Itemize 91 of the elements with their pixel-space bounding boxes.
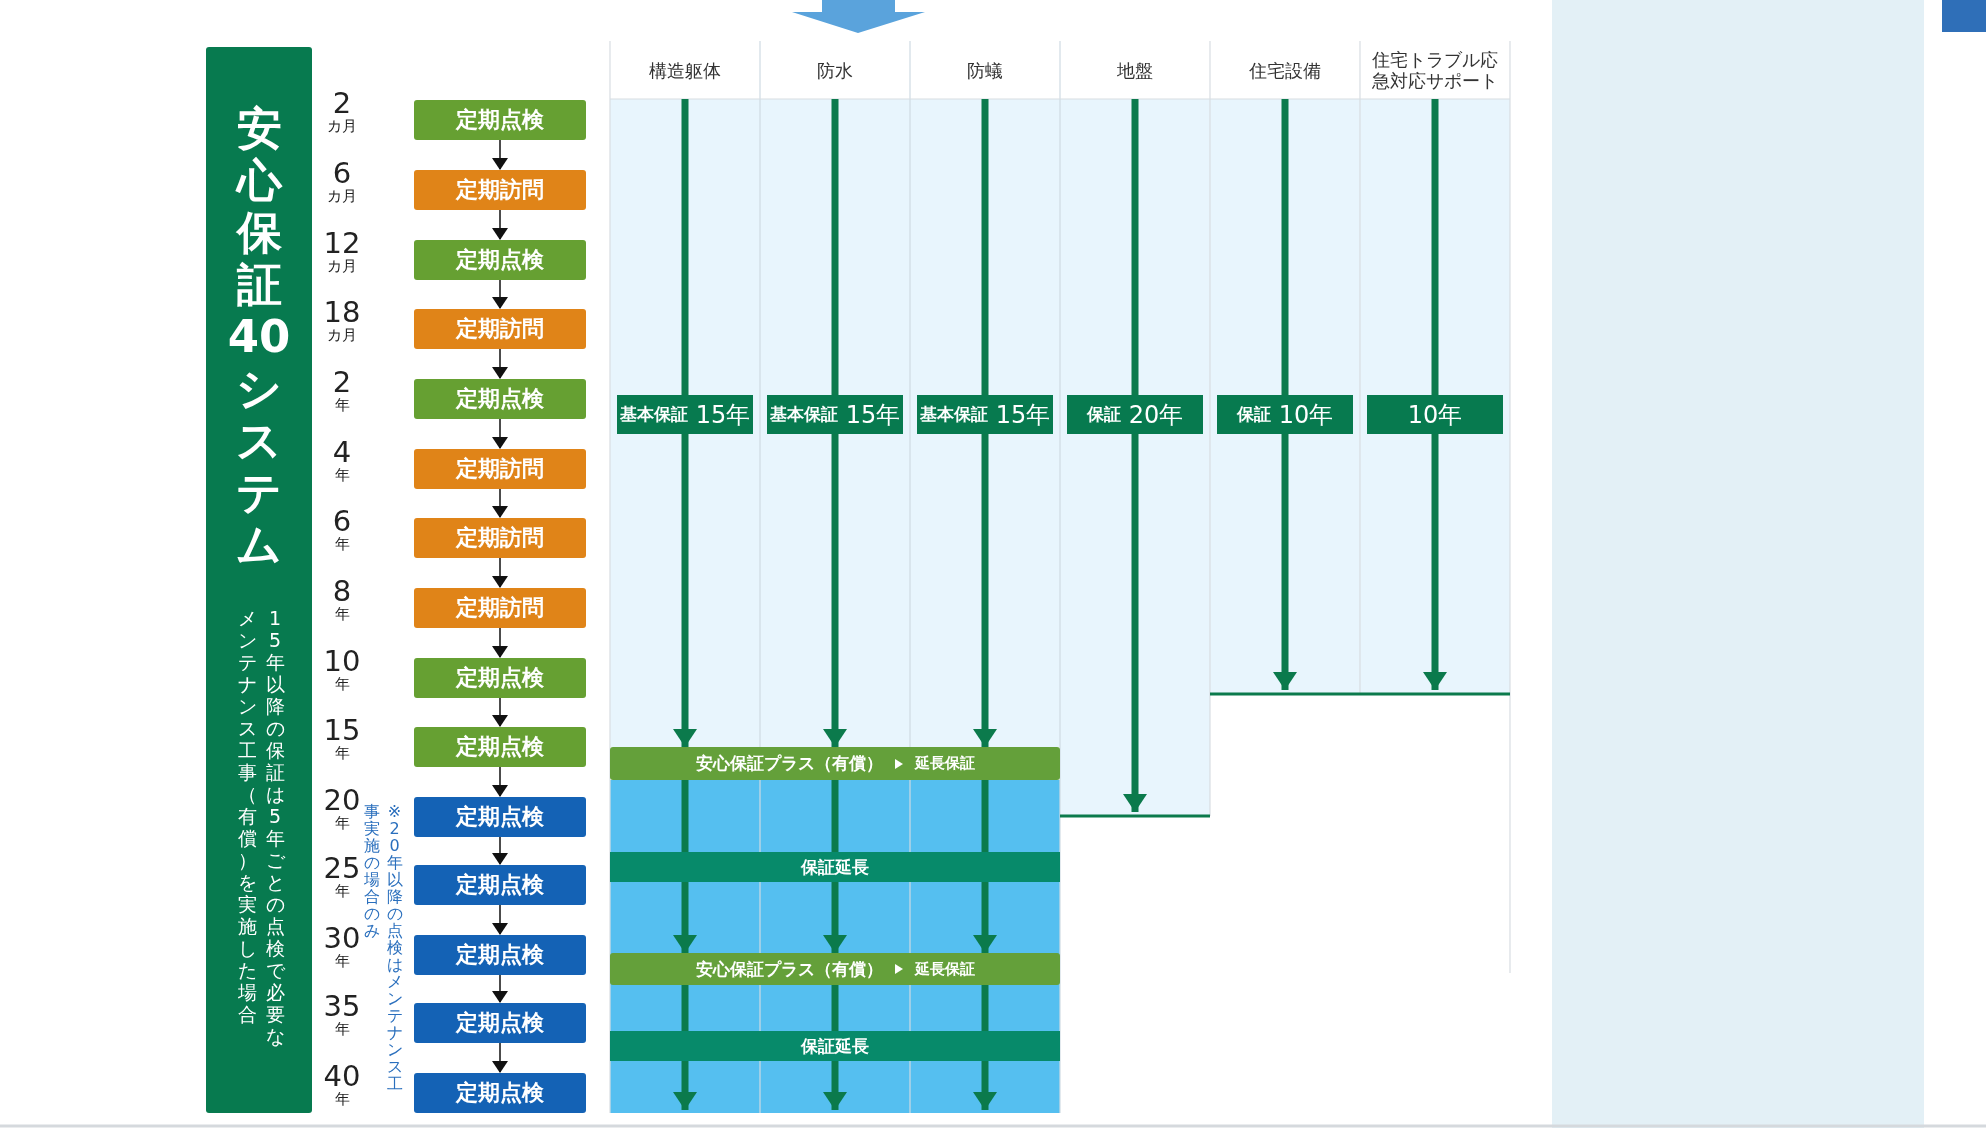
time-unit: 年 (333, 676, 351, 692)
time-number: 8 (331, 576, 353, 606)
arrow (823, 882, 847, 953)
time-unit: 年 (333, 606, 351, 622)
chevron-arrow (492, 279, 508, 309)
time-unit: 年 (333, 745, 351, 761)
chevron-arrow (492, 209, 508, 240)
schedule-box: 定期訪問 (414, 588, 586, 628)
warranty-badge: 保証 20年 (1067, 395, 1203, 434)
time-unit: 年 (333, 953, 351, 969)
title: 安心保証40システム (226, 103, 292, 571)
arrow (673, 434, 697, 747)
column-header: 住宅トラブル応急対応サポート (1360, 41, 1510, 99)
chevron-arrow (492, 627, 508, 658)
chevron-arrow (492, 557, 508, 588)
time-number: 25 (322, 853, 362, 883)
chevron-arrow (492, 139, 508, 170)
schedule-box: 定期訪問 (414, 518, 586, 558)
schedule-box: 定期点検 (414, 1073, 586, 1113)
schedule-box: 定期点検 (414, 658, 586, 698)
schedule-box: 定期訪問 (414, 309, 586, 349)
extension-band: 安心保証プラス（有償） 延長保証 (610, 747, 1060, 780)
schedule-box: 定期訪問 (414, 449, 586, 489)
chevron-arrow (492, 418, 508, 449)
column-header: 防蟻 (910, 41, 1060, 99)
time-unit: カ月 (326, 188, 358, 204)
time-number: 18 (322, 297, 362, 327)
time-unit: 年 (333, 883, 351, 899)
time-number: 35 (322, 991, 362, 1021)
schedule-box: 定期点検 (414, 1003, 586, 1043)
schedule-box: 定期点検 (414, 727, 586, 767)
arrow (973, 882, 997, 953)
chevron-arrow (492, 904, 508, 935)
chevron-arrow (492, 766, 508, 797)
time-number: 40 (322, 1061, 362, 1091)
column-header: 防水 (760, 41, 910, 99)
time-unit: 年 (333, 397, 351, 413)
extension-band: 保証延長 (610, 1031, 1060, 1061)
arrow (823, 434, 847, 747)
warranty-badge: 基本保証 15年 (767, 395, 903, 434)
note-text: 15年以降の保証は5年ごとの点検で必要なメンテナンス工事（有償）を実施した場合 (236, 607, 286, 1049)
column-header: 地盤 (1060, 41, 1210, 99)
extension-band: 保証延長 (610, 852, 1060, 882)
time-number: 10 (322, 646, 362, 676)
time-unit: カ月 (326, 327, 358, 343)
chevron-arrow (492, 836, 508, 865)
time-number: 15 (322, 715, 362, 745)
extension-band: 安心保証プラス（有償） 延長保証 (610, 953, 1060, 985)
title-bar (206, 47, 312, 1113)
time-number: 20 (322, 785, 362, 815)
footnote: ※20年以降の点検はメンテナンス工事実施の場合のみ (362, 803, 404, 1095)
time-number: 12 (322, 228, 362, 258)
line (681, 985, 689, 1031)
schedule-box: 定期点検 (414, 379, 586, 419)
time-unit: 年 (333, 536, 351, 552)
warranty-badge: 基本保証 15年 (917, 395, 1053, 434)
time-number: 6 (331, 506, 353, 536)
time-number: 2 (331, 88, 352, 118)
time-number: 4 (331, 437, 353, 467)
column-header: 構造躯体 (610, 41, 760, 99)
chevron-arrow (492, 1042, 508, 1073)
time-unit: 年 (333, 815, 351, 831)
chevron-arrow (492, 974, 508, 1003)
warranty-badge: 保証 10年 (1217, 395, 1353, 434)
schedule-box: 定期点検 (414, 797, 586, 837)
line (981, 985, 989, 1031)
chevron-arrow (492, 348, 508, 379)
column-header: 住宅設備 (1210, 41, 1360, 99)
schedule-box: 定期点検 (414, 865, 586, 905)
time-unit: 年 (333, 1091, 351, 1107)
schedule-box: 定期点検 (414, 240, 586, 280)
line (831, 780, 839, 852)
time-unit: 年 (333, 1021, 351, 1037)
time-number: 2 (331, 367, 353, 397)
time-number: 30 (322, 923, 362, 953)
schedule-box: 定期点検 (414, 100, 586, 140)
time-unit: 年 (333, 467, 351, 483)
schedule-box: 定期点検 (414, 935, 586, 975)
line (831, 985, 839, 1031)
chevron-arrow (492, 697, 508, 727)
chevron-arrow (492, 488, 508, 518)
warranty-badge: 基本保証 15年 (617, 395, 753, 434)
time-unit: カ月 (326, 258, 358, 274)
time-number: 6 (331, 158, 352, 188)
warranty-badge: 10年 (1367, 395, 1503, 434)
arrow (973, 434, 997, 747)
line (681, 780, 689, 852)
arrow (673, 882, 697, 953)
time-unit: カ月 (326, 118, 358, 134)
schedule-box: 定期訪問 (414, 170, 586, 210)
line (981, 780, 989, 852)
